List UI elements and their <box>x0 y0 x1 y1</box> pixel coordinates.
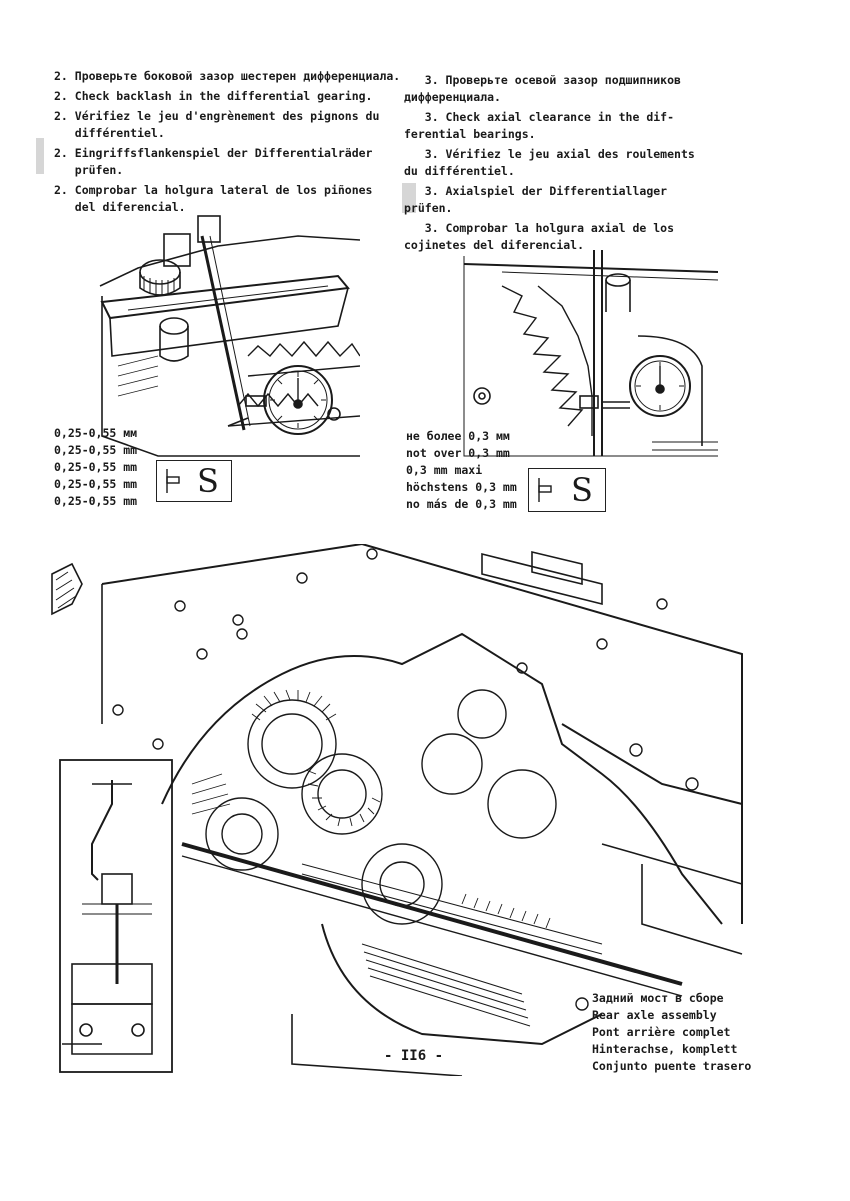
tool-gauge-icon <box>538 478 552 502</box>
spec-value: höchstens 0,3 mm <box>406 480 517 494</box>
page-number: - II6 - <box>384 1048 444 1064</box>
scan-mark <box>402 183 416 213</box>
spec-value: 0,3 mm maxi <box>406 463 483 477</box>
instruction-fr: 3. Vérifiez le jeu axial des roulements … <box>404 147 695 178</box>
special-tool-box: S <box>528 468 606 512</box>
axial-clearance-instructions: 3. Проверьте осевой зазор подшипников ди… <box>404 72 744 257</box>
caption-de: Hinterachse, komplett <box>592 1042 738 1056</box>
instruction-de: 2. Eingriffsflankenspiel der Differentia… <box>54 146 373 177</box>
tool-gauge-icon <box>166 469 180 493</box>
rear-axle-assembly-illustration <box>51 544 743 1076</box>
spec-value: 0,25-0,55 mm <box>54 494 138 508</box>
tool-letter: S <box>571 471 593 509</box>
instruction-es: 3. Comprobar la holgura axial de los coj… <box>404 221 675 252</box>
spec-value: 0,25-0,55 mm <box>54 477 138 491</box>
caption-en: Rear axle assembly <box>592 1008 717 1022</box>
instruction-ru: 2. Проверьте боковой зазор шестерен дифф… <box>54 69 401 83</box>
spec-value: no más de 0,3 mm <box>406 497 517 511</box>
backlash-instructions: 2. Проверьте боковой зазор шестерен дифф… <box>54 68 401 219</box>
backlash-check-illustration <box>99 215 360 457</box>
axial-clearance-illustration <box>463 250 718 457</box>
caption-ru: Задний мост в сборе <box>592 991 724 1005</box>
caption-es: Conjunto puente trasero <box>592 1059 752 1073</box>
spec-value: 0,25-0,55 mm <box>54 443 138 457</box>
caption-fr: Pont arrière complet <box>592 1025 731 1039</box>
special-tool-box: S <box>156 460 232 502</box>
backlash-spec-values: 0,25-0,55 мм 0,25-0,55 mm 0,25-0,55 mm 0… <box>54 425 137 510</box>
scan-mark <box>36 138 44 174</box>
spec-value: не более 0,3 мм <box>406 429 510 443</box>
instruction-en: 3. Check axial clearance in the dif- fer… <box>404 110 675 141</box>
spec-value: not over 0,3 mm <box>406 446 510 460</box>
instruction-ru: 3. Проверьте осевой зазор подшипников ди… <box>404 73 681 104</box>
instruction-de: 3. Axialspiel der Differentiallager prüf… <box>404 184 668 215</box>
figure-caption: Задний мост в сборе Rear axle assembly P… <box>592 990 751 1075</box>
instruction-es: 2. Comprobar la holgura lateral de los p… <box>54 183 373 214</box>
spec-value: 0,25-0,55 mm <box>54 460 138 474</box>
axial-clearance-spec-values: не более 0,3 мм not over 0,3 mm 0,3 mm m… <box>406 428 517 513</box>
tool-letter: S <box>197 462 219 500</box>
spec-value: 0,25-0,55 мм <box>54 426 138 440</box>
instruction-en: 2. Check backlash in the differential ge… <box>54 89 373 103</box>
instruction-fr: 2. Vérifiez le jeu d'engrènement des pig… <box>54 109 380 140</box>
